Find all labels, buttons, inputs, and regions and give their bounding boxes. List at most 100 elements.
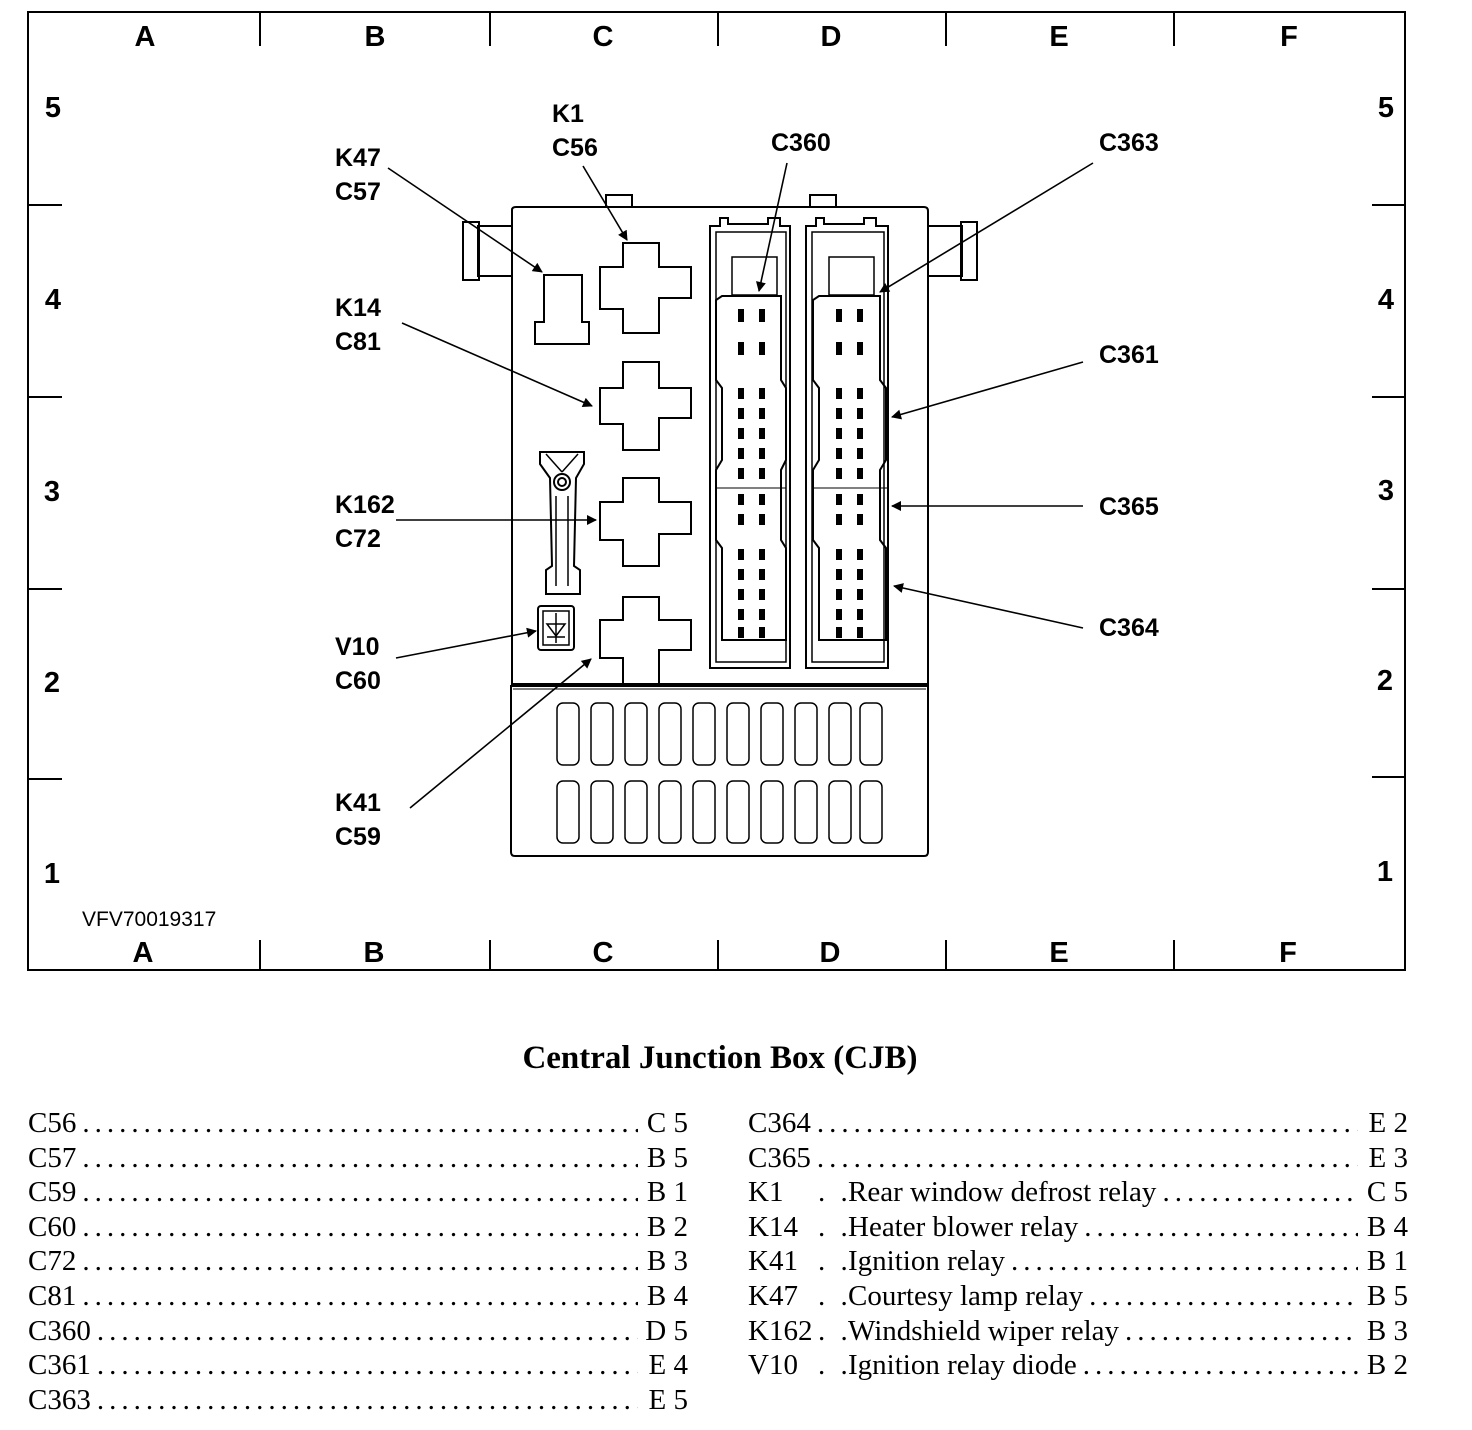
component-index-left: C56.....................................… [28, 1106, 688, 1417]
index-entry-location: B 1 [1366, 1245, 1408, 1278]
index-dot-leader-short: . . . . . . [818, 1279, 848, 1312]
callout-labels: K1 C56 K47 C57 K14 C81 K162 C72 V10 C60 … [335, 100, 1159, 851]
index-dot-leader: ........................................… [82, 1210, 638, 1243]
diagram-frame [27, 11, 1406, 971]
grid-rows-left: 5 4 3 2 1 [44, 92, 61, 890]
grid-col-label: D [821, 21, 842, 53]
callout-c57: C57 [335, 178, 381, 206]
index-entry-id: C59 [28, 1176, 77, 1209]
arrow-k14 [401, 322, 593, 407]
callout-c364: C364 [1099, 614, 1159, 642]
arrow-k41 [409, 658, 592, 809]
arrow-v10 [395, 627, 537, 659]
index-row: C56.....................................… [28, 1106, 688, 1141]
callout-c363: C363 [1099, 129, 1159, 157]
grid-row-label: 1 [44, 858, 60, 890]
index-entry-description: Ignition relay [848, 1245, 1006, 1278]
index-entry-id: C81 [28, 1279, 77, 1312]
index-entry-location: C 5 [646, 1107, 688, 1139]
index-row: C60.....................................… [28, 1210, 688, 1245]
index-row: C363....................................… [28, 1383, 688, 1418]
connector-c360-c364 [715, 295, 787, 641]
index-entry-id: C72 [28, 1245, 77, 1278]
fuse-slots-lower [556, 780, 883, 844]
index-row: V10. . . . . .Ignition relay diode......… [748, 1348, 1408, 1383]
grid-columns-top: A B C D E F [135, 21, 1298, 53]
callout-c360: C360 [771, 129, 831, 157]
grid-ticks [28, 12, 1405, 970]
index-entry-location: E 5 [648, 1383, 688, 1416]
grid-row-label: 4 [1378, 284, 1394, 316]
index-entry-id: C365 [748, 1141, 811, 1174]
index-entry-location: E 3 [1368, 1141, 1408, 1174]
grid-rows-right: 5 4 3 2 1 [1377, 92, 1394, 888]
arrow-k47 [387, 167, 543, 273]
arrow-c361 [891, 361, 1084, 420]
figure-code: VFV70019317 [82, 908, 216, 931]
index-dot-leader-short: . . . . . . [818, 1349, 848, 1382]
grid-col-label: C [593, 21, 614, 53]
index-entry-id: V10 [748, 1349, 798, 1382]
callout-c60: C60 [335, 667, 381, 695]
connector-pins-right [836, 309, 863, 638]
arrow-c364 [893, 583, 1084, 629]
grid-row-label: 2 [44, 667, 60, 699]
index-dot-leader: ........................................… [82, 1176, 638, 1209]
grid-col-label: C [593, 937, 614, 969]
index-dot-leader-short: . . . . . . [818, 1314, 848, 1347]
index-entry-location: B 4 [646, 1279, 688, 1312]
callout-k162: K162 [335, 491, 395, 519]
index-entry-location: B 4 [1366, 1210, 1408, 1243]
index-entry-location: B 5 [646, 1141, 688, 1174]
relay-k47 [534, 274, 590, 345]
index-entry-id: C360 [28, 1314, 91, 1347]
index-entry-description: Windshield wiper relay [848, 1314, 1120, 1347]
grid-col-label: D [820, 937, 841, 969]
callout-c56: C56 [552, 134, 598, 162]
grid-col-label: E [1049, 21, 1068, 53]
callout-k41: K41 [335, 789, 381, 817]
callout-c361: C361 [1099, 341, 1159, 369]
index-entry-id: C363 [28, 1383, 91, 1416]
index-dot-leader: ........................................… [816, 1141, 1358, 1174]
relay-k1 [599, 242, 692, 334]
relay-k41 [599, 596, 692, 685]
index-entry-id: C57 [28, 1141, 77, 1174]
arrow-c363 [879, 162, 1094, 293]
callout-v10: V10 [335, 633, 379, 661]
index-dot-leader: ........................................… [1125, 1314, 1358, 1347]
index-entry-id: C60 [28, 1210, 77, 1243]
index-dot-leader: ........................................… [82, 1107, 638, 1139]
index-entry-id: C364 [748, 1107, 811, 1139]
index-dot-leader: ........................................… [96, 1349, 638, 1382]
fuse-slots-upper [556, 702, 883, 766]
connector-pins-left [738, 309, 765, 638]
index-dot-leader-short: . . . . . . [818, 1245, 848, 1278]
grid-col-label: F [1279, 937, 1297, 969]
index-dot-leader: ........................................… [816, 1107, 1358, 1139]
index-entry-location: C 5 [1366, 1176, 1408, 1209]
grid-row-label: 2 [1377, 665, 1393, 697]
grid-row-label: 4 [45, 284, 61, 316]
index-row: K41. . . . . .Ignition relay............… [748, 1244, 1408, 1279]
callout-k14: K14 [335, 294, 381, 322]
index-dot-leader: ........................................… [96, 1383, 638, 1416]
index-row: K162. . . . . .Windshield wiper relay...… [748, 1314, 1408, 1349]
callout-c365: C365 [1099, 493, 1159, 521]
index-entry-location: E 2 [1368, 1107, 1408, 1139]
grid-row-label: 5 [1378, 92, 1394, 124]
arrow-c360 [756, 162, 788, 292]
index-row: C360....................................… [28, 1314, 688, 1349]
index-dot-leader-short: . . . . . . [818, 1210, 848, 1243]
diode-v10 [537, 605, 575, 651]
grid-col-label: B [365, 21, 386, 53]
index-entry-id: C361 [28, 1349, 91, 1382]
index-row: K14. . . . . .Heater blower relay.......… [748, 1210, 1408, 1245]
index-entry-location: E 4 [648, 1349, 688, 1382]
grid-col-label: B [364, 937, 385, 969]
index-entry-description: Courtesy lamp relay [848, 1279, 1084, 1312]
index-entry-location: B 2 [1366, 1349, 1408, 1382]
index-entry-id: K47 [748, 1279, 798, 1312]
grid-row-label: 1 [1377, 856, 1393, 888]
grid-col-label: A [133, 937, 154, 969]
